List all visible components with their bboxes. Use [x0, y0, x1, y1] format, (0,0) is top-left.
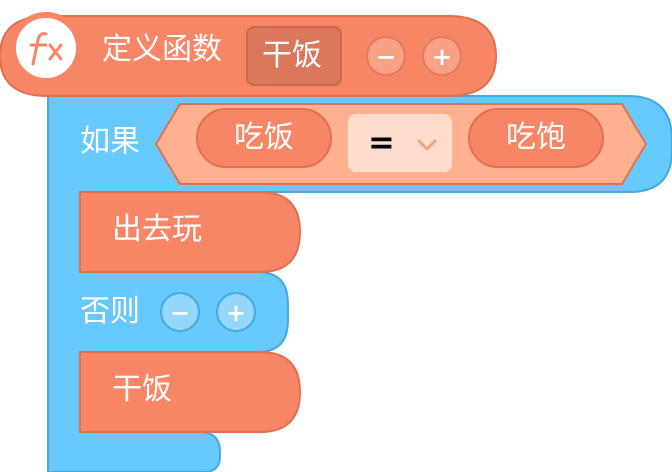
function-name-field[interactable]: 干饭	[246, 26, 342, 86]
if-else-block[interactable]	[47, 95, 672, 472]
add-else-branch-button[interactable]: +	[216, 292, 256, 332]
then-statement-label: 出去玩	[112, 212, 202, 247]
remove-parameter-button[interactable]: −	[366, 36, 406, 76]
else-statement-label: 干饭	[112, 372, 172, 407]
fx-glyph	[29, 32, 63, 66]
define-function-label: 定义函数	[102, 32, 222, 67]
remove-else-branch-button[interactable]: −	[160, 292, 200, 332]
add-parameter-button[interactable]: +	[422, 36, 462, 76]
condition-right-value[interactable]: 吃饱	[468, 108, 604, 168]
chevron-down-icon	[417, 139, 437, 151]
else-statement-block[interactable]	[79, 351, 302, 433]
if-label: 如果	[80, 124, 140, 159]
operator-dropdown[interactable]: =	[348, 114, 452, 172]
function-name-value: 干饭	[262, 38, 322, 73]
then-statement-block[interactable]	[79, 191, 302, 273]
operator-value: =	[368, 123, 395, 161]
else-label: 否则	[80, 294, 140, 329]
condition-left-value[interactable]: 吃饭	[196, 108, 332, 168]
fx-icon	[10, 12, 82, 84]
